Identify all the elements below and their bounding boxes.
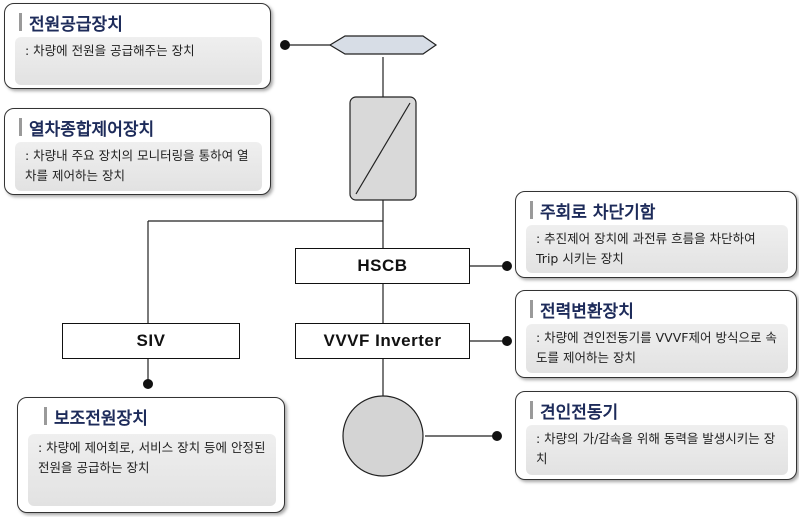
connector-dot [143, 379, 153, 389]
callout-train-control: 열차종합제어장치 : 차량내 주요 장치의 모니터링을 통하여 열차를 제어하는… [4, 108, 271, 195]
callout-title: 전력변환장치 [530, 297, 634, 322]
callout-description: : 차량에 제어회로, 서비스 장치 등에 안정된 전원을 공급하는 장치 [28, 434, 276, 506]
callout-description: : 추진제어 장치에 과전류 흐름을 차단하여 Trip 시키는 장치 [526, 225, 788, 273]
converter-symbol [349, 96, 417, 201]
callout-title: 전원공급장치 [19, 10, 123, 35]
callout-title: 주회로 차단기함 [530, 198, 655, 223]
callout-title: 열차종합제어장치 [19, 115, 154, 140]
traction-motor-symbol [342, 395, 424, 477]
callout-title: 견인전동기 [530, 398, 618, 423]
callout-description: : 차량의 가/감속을 위해 동력을 발생시키는 장치 [526, 425, 788, 475]
siv-block: SIV [62, 323, 240, 359]
connector-dot [502, 336, 512, 346]
callout-title: 보조전원장치 [44, 404, 148, 429]
connector-dot [492, 431, 502, 441]
pantograph-symbol [328, 35, 438, 55]
callout-power-supply: 전원공급장치 : 차량에 전원을 공급해주는 장치 [4, 3, 271, 89]
connector-dot [502, 261, 512, 271]
vvvf-inverter-block: VVVF Inverter [295, 323, 470, 359]
callout-description: : 차량에 전원을 공급해주는 장치 [15, 37, 262, 85]
callout-main-breaker: 주회로 차단기함 : 추진제어 장치에 과전류 흐름을 차단하여 Trip 시키… [515, 191, 797, 278]
connector-dot [280, 40, 290, 50]
callout-aux-power: 보조전원장치 : 차량에 제어회로, 서비스 장치 등에 안정된 전원을 공급하… [17, 397, 285, 513]
callout-description: : 차량내 주요 장치의 모니터링을 통하여 열차를 제어하는 장치 [15, 142, 262, 191]
callout-description: : 차량에 견인전동기를 VVVF제어 방식으로 속도를 제어하는 장치 [526, 324, 788, 373]
callout-traction-motor: 견인전동기 : 차량의 가/감속을 위해 동력을 발생시키는 장치 [515, 391, 797, 480]
hscb-block: HSCB [295, 248, 470, 284]
callout-power-converter: 전력변환장치 : 차량에 견인전동기를 VVVF제어 방식으로 속도를 제어하는… [515, 290, 797, 378]
